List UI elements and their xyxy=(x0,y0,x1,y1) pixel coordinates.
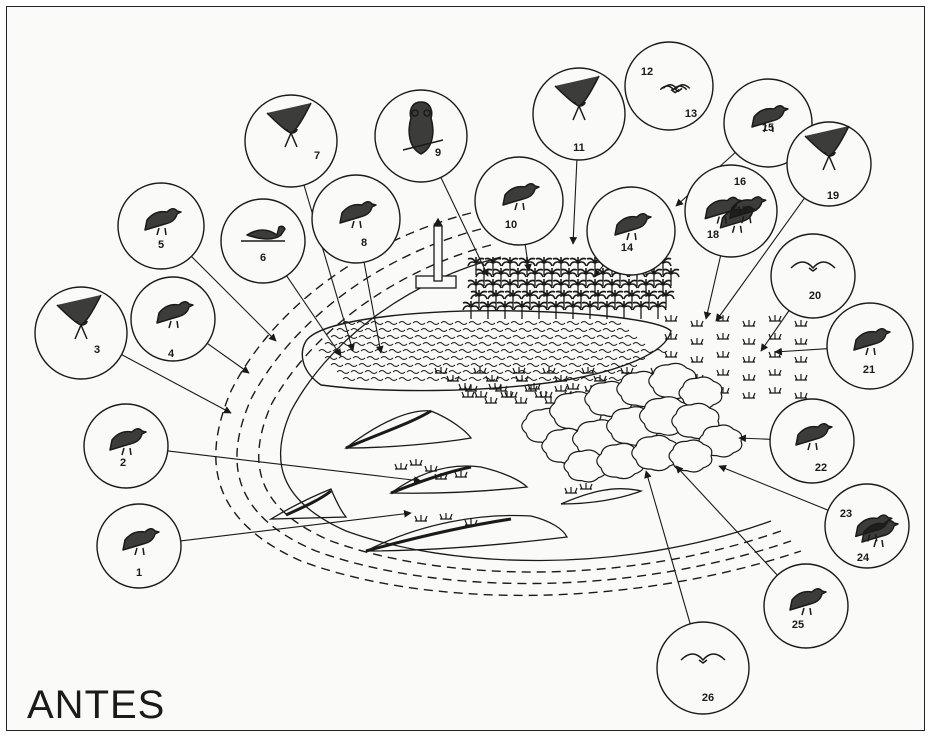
callout-6: 6 xyxy=(221,199,305,283)
leader-arrow-3 xyxy=(122,355,231,413)
callout-number: 3 xyxy=(94,344,100,356)
callout-number: 2 xyxy=(120,457,126,469)
diagram-frame: 1234567891011121314151617181920212223242… xyxy=(6,6,925,731)
callout-number: 18 xyxy=(707,229,719,241)
callout-number: 24 xyxy=(857,552,870,564)
callout-number: 4 xyxy=(168,348,175,360)
callout-number: 6 xyxy=(260,252,266,264)
leader-arrow-6 xyxy=(287,276,341,356)
callout-number: 5 xyxy=(158,239,164,251)
callout-number: 13 xyxy=(685,108,697,120)
callout-number: 19 xyxy=(827,190,839,202)
callout-number: 10 xyxy=(505,219,517,231)
callout-12: 12 xyxy=(625,42,713,130)
callout-3: 3 xyxy=(35,287,127,379)
callout-number: 9 xyxy=(435,147,441,159)
callout-circle xyxy=(587,187,675,275)
callout-8: 8 xyxy=(312,175,400,263)
leader-arrow-8 xyxy=(364,262,381,353)
callout-circle xyxy=(118,183,204,269)
callout-4: 4 xyxy=(131,277,215,361)
callout-number: 21 xyxy=(863,364,875,376)
callout-circle xyxy=(770,399,854,483)
callout-circle xyxy=(827,303,913,389)
callout-number: 20 xyxy=(809,290,821,302)
leader-arrow-11 xyxy=(573,160,577,244)
callout-number: 16 xyxy=(734,176,746,188)
callout-number: 25 xyxy=(792,619,804,631)
callout-circle xyxy=(475,157,563,245)
callout-number: 26 xyxy=(702,692,714,704)
leader-arrow-1 xyxy=(181,513,411,541)
callout-number: 23 xyxy=(840,508,852,520)
leader-arrow-22 xyxy=(739,438,770,439)
callout-20: 20 xyxy=(771,234,855,318)
leader-arrow-2 xyxy=(168,451,421,481)
diagram-title: ANTES xyxy=(27,683,165,728)
callout-number: 8 xyxy=(361,237,367,249)
leader-arrow-4 xyxy=(207,343,249,373)
callout-1: 1 xyxy=(97,504,181,588)
callout-number: 14 xyxy=(621,242,634,254)
callout-number: 1 xyxy=(136,567,142,579)
callout-9: 9 xyxy=(375,90,467,182)
callout-number: 7 xyxy=(314,150,320,162)
callout-25: 25 xyxy=(764,564,848,648)
callout-10: 10 xyxy=(475,157,563,245)
callout-5: 5 xyxy=(118,183,204,269)
callout-number: 12 xyxy=(641,66,653,78)
callout-circle xyxy=(764,564,848,648)
leader-arrow-25 xyxy=(676,466,777,575)
callout-22: 22 xyxy=(770,399,854,483)
habitat-scene: 1234567891011121314151617181920212223242… xyxy=(7,7,926,732)
leader-arrow-21 xyxy=(775,349,827,352)
callout-14: 14 xyxy=(587,187,675,275)
callout-circle xyxy=(84,404,168,488)
callout-21: 21 xyxy=(827,303,913,389)
callout-7: 7 xyxy=(245,95,337,187)
callout-number: 15 xyxy=(762,122,774,134)
callout-19: 19 xyxy=(787,122,871,206)
leader-arrow-16 xyxy=(706,256,721,319)
shrubland xyxy=(522,363,742,482)
callout-11: 11 xyxy=(533,68,625,160)
callout-number: 22 xyxy=(815,462,827,474)
callout-number: 11 xyxy=(573,142,585,154)
callout-circle xyxy=(312,175,400,263)
callout-circle xyxy=(771,234,855,318)
callout-2: 2 xyxy=(84,404,168,488)
leader-arrow-26 xyxy=(646,471,690,624)
callout-26: 26 xyxy=(657,622,749,714)
